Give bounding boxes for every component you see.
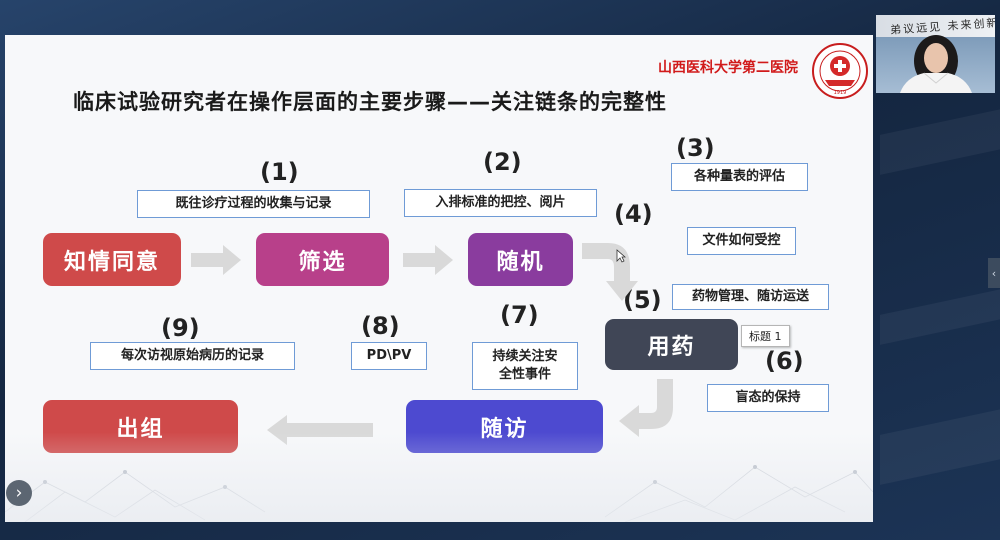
- chevron-left-icon[interactable]: ‹: [988, 258, 1000, 288]
- step-number-4: (4): [614, 200, 653, 228]
- arrow-curve-down-icon: [582, 243, 638, 301]
- hospital-name: 山西医科大学第二医院: [658, 60, 798, 76]
- step-note-6: 盲态的保持: [707, 384, 829, 412]
- arrow-left-icon: [267, 415, 373, 445]
- step-note-5: 药物管理、随访运送: [672, 284, 829, 310]
- step-number-7: (7): [500, 301, 539, 329]
- step-note-4: 文件如何受控: [687, 227, 796, 255]
- step-number-8: (8): [361, 312, 400, 340]
- step-note-3: 各种量表的评估: [671, 163, 808, 191]
- slide-title: 临床试验研究者在操作层面的主要步骤——关注链条的完整性: [73, 90, 667, 114]
- step-note-7: 持续关注安 全性事件: [472, 342, 578, 390]
- step-number-3: (3): [676, 134, 715, 162]
- presentation-slide: 山西医科大学第二医院 1919 临床试验研究者在操作层面的主要步骤——关注链条的…: [5, 35, 873, 522]
- box-informed-consent: 知情同意: [43, 233, 181, 286]
- step-number-2: (2): [483, 148, 522, 176]
- arrow-right-icon: [191, 245, 241, 275]
- step-note-2: 入排标准的把控、阅片: [404, 189, 597, 217]
- step-number-9: (9): [161, 314, 200, 342]
- tooltip: 标题 1: [741, 325, 790, 347]
- step-note-8: PD\PV: [351, 342, 427, 370]
- box-medication: 用药: [605, 319, 738, 370]
- step-note-9: 每次访视原始病历的记录: [90, 342, 295, 370]
- chevron-right-icon[interactable]: ›: [6, 480, 32, 506]
- step-note-7-line-2: 全性事件: [498, 367, 551, 382]
- mouse-pointer-icon: [616, 249, 626, 263]
- presenter-avatar: [900, 35, 972, 93]
- svg-text:1919: 1919: [834, 90, 847, 96]
- box-exit: 出组: [43, 400, 238, 453]
- step-number-6: (6): [765, 347, 804, 375]
- box-follow-up: 随访: [406, 400, 603, 453]
- webcam-banner: [876, 15, 995, 37]
- step-number-1: (1): [260, 158, 299, 186]
- hospital-logo: 1919: [812, 43, 868, 99]
- step-note-1: 既往诊疗过程的收集与记录: [137, 190, 370, 218]
- box-screening: 筛选: [256, 233, 389, 286]
- presenter-webcam: 弟议远见 未来创新: [876, 15, 995, 93]
- step-note-7-line-1: 持续关注安: [492, 349, 558, 365]
- box-randomization: 随机: [468, 233, 573, 286]
- arrow-right-icon: [403, 245, 453, 275]
- arrow-curve-left-icon: [619, 379, 673, 437]
